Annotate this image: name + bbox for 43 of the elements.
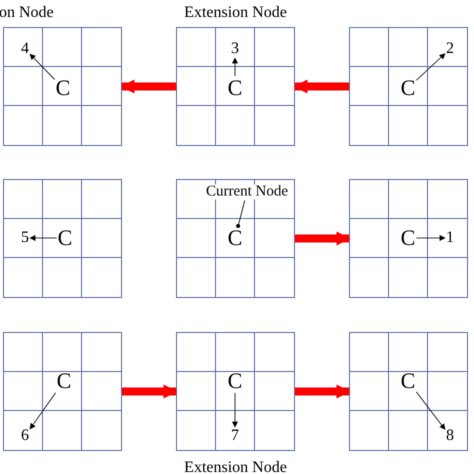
block-arrow	[122, 384, 178, 398]
grid-3x3	[3, 332, 122, 451]
grid-caption: Extension Node	[184, 460, 287, 474]
cell-letter: C	[58, 227, 72, 249]
arrow	[232, 392, 238, 428]
block-arrow	[294, 80, 349, 94]
grid-3x3	[349, 179, 468, 298]
grid-3x3	[349, 27, 468, 146]
neighbor-number: 6	[21, 428, 29, 444]
cell-letter: C	[400, 227, 416, 249]
grid-3x3	[3, 179, 122, 298]
cell-letter: C	[228, 227, 242, 249]
cell-letter: C	[400, 370, 416, 392]
neighbor-number: 3	[231, 41, 239, 57]
cell-letter: C	[228, 77, 242, 99]
grid-3x3	[349, 332, 468, 451]
neighbor-number: 2	[446, 41, 454, 57]
arrow	[232, 57, 238, 76]
arrow	[416, 392, 446, 430]
block-arrow	[295, 384, 350, 398]
arrow	[416, 53, 446, 81]
cell-letter: C	[400, 77, 416, 99]
neighbor-number: 4	[21, 41, 29, 57]
grid-caption: Extension Node	[184, 5, 287, 21]
block-arrow	[295, 232, 350, 246]
grid-3x3	[176, 332, 295, 451]
neighbor-number: 8	[446, 428, 454, 444]
cell-letter: C	[56, 370, 72, 392]
neighbor-number: 1	[446, 230, 454, 246]
neighbor-number: 5	[21, 230, 29, 246]
arrow	[30, 392, 56, 430]
block-arrow	[120, 80, 176, 94]
arrow	[30, 54, 56, 80]
arrow	[29, 235, 58, 241]
neighbor-number: 7	[231, 428, 239, 444]
grid-3x3	[3, 27, 122, 146]
cell-letter: C	[56, 77, 70, 99]
arrow	[416, 235, 446, 241]
node-label: Current Node	[204, 184, 290, 200]
leader-line	[236, 200, 246, 228]
grid-3x3	[176, 27, 295, 146]
grid-3x3	[176, 179, 295, 298]
cell-letter: C	[228, 370, 242, 392]
